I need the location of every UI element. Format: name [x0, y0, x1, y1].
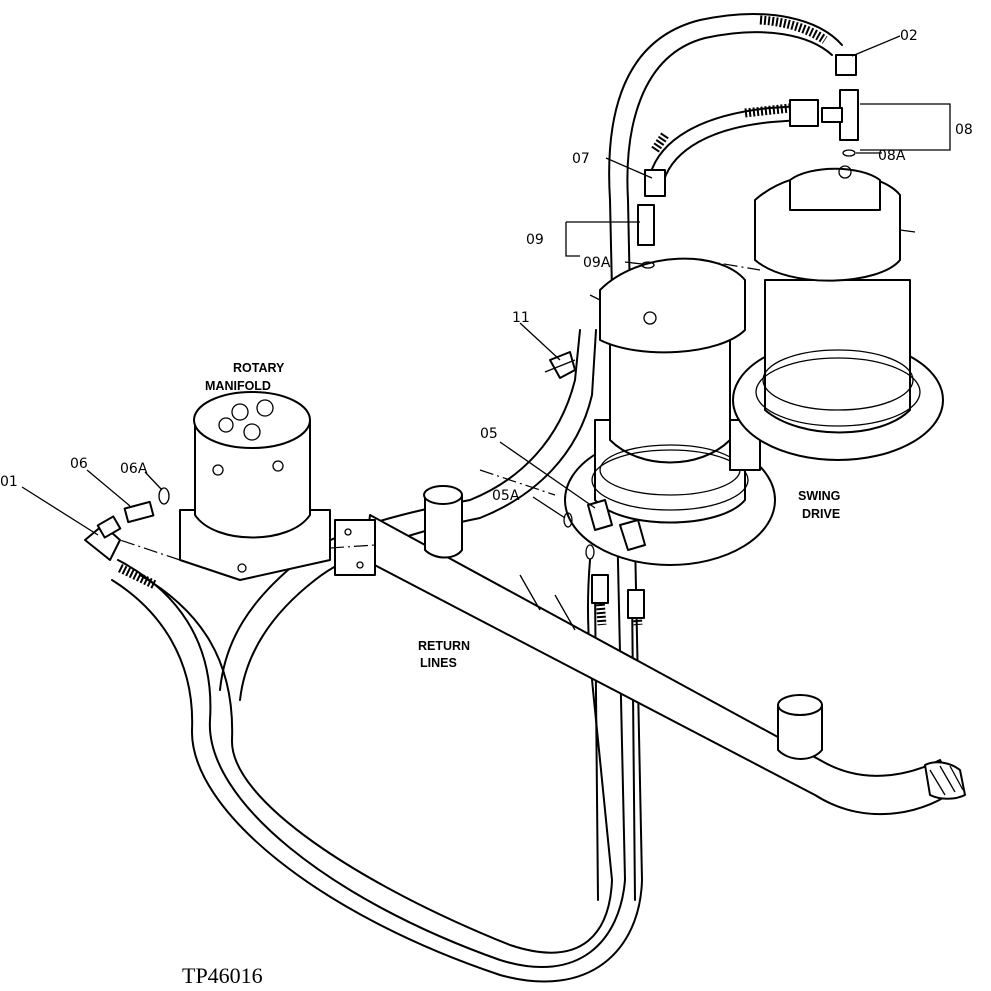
callout-05: 05	[480, 426, 498, 442]
callout-06: 06	[70, 456, 88, 472]
callout-05a: 05A	[492, 488, 520, 504]
callout-08a: 08A	[878, 148, 906, 164]
callout-09a: 09A	[583, 255, 611, 271]
callout-02: 02	[900, 28, 918, 44]
callout-11: 11	[512, 310, 530, 326]
callout-08: 08	[955, 122, 973, 138]
swing-motor-left	[564, 257, 776, 566]
label-return-lines-line1: RETURN	[418, 639, 470, 653]
label-return-lines-line2: LINES	[420, 656, 457, 670]
callout-01: 01	[0, 474, 18, 490]
callout-09: 09	[526, 232, 544, 248]
swing-motor-right	[699, 165, 944, 461]
figure-id: TP46016	[182, 963, 263, 988]
label-swing-drive-line1: SWING	[798, 489, 840, 503]
component-labels: ROTARY MANIFOLD SWING DRIVE RETURN LINES	[205, 361, 840, 670]
label-swing-drive-line2: DRIVE	[802, 507, 840, 521]
rotary-manifold	[179, 391, 331, 581]
callout-labels: 01 06 06A 02 07 08 08A 09 09A 11 05 05A	[0, 28, 973, 504]
callout-07: 07	[572, 151, 590, 167]
callout-06a: 06A	[120, 461, 148, 477]
return-lines-pipe	[119, 469, 966, 816]
label-rotary-manifold-line2: MANIFOLD	[205, 379, 271, 393]
label-rotary-manifold-line1: ROTARY	[233, 361, 285, 375]
leader-lines	[21, 35, 951, 536]
